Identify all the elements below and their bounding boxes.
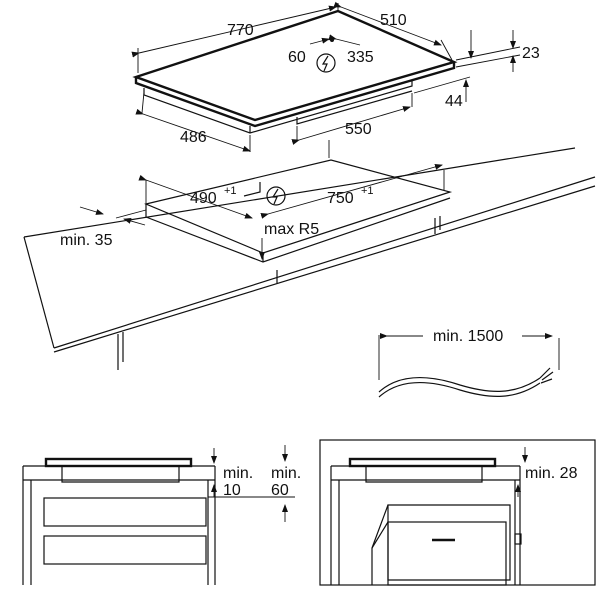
label-44: 44: [445, 93, 463, 110]
label-min-1500: min. 1500: [433, 328, 503, 345]
label-770: 770: [227, 22, 254, 39]
label-min-35: min. 35: [60, 232, 113, 249]
dim-connection: 60 335: [288, 34, 374, 73]
label-750: 750: [327, 190, 354, 207]
label-min-28: min. 28: [525, 465, 578, 482]
power-cable: min. 1500: [378, 328, 560, 398]
label-60: 60: [288, 49, 306, 66]
label-23: 23: [522, 45, 540, 62]
label-gap-b-min: min.: [271, 465, 301, 482]
side-section-right: min. 28: [319, 439, 596, 586]
built-in-oven: [371, 504, 522, 586]
label-gap-a-value: 10: [223, 482, 241, 499]
dim-486: 486: [135, 91, 251, 152]
hob-glass-edge: [134, 62, 456, 128]
label-490-tolerance: +1: [224, 185, 237, 197]
label-750-tolerance: +1: [361, 185, 374, 197]
power-warning-icon: [316, 53, 336, 73]
hob-3d-view: [132, 9, 458, 134]
dim-510: 510: [333, 1, 453, 61]
label-510: 510: [380, 12, 407, 29]
label-gap-b-value: 60: [271, 482, 289, 499]
hob-body: [143, 80, 413, 134]
worktop: [23, 147, 596, 370]
dim-550: 550: [291, 93, 413, 145]
dim-radius: max R5: [259, 221, 319, 260]
dim-44: 44: [413, 30, 474, 110]
section-frame: [319, 439, 596, 586]
dim-min-35: min. 35: [60, 206, 147, 249]
hob-section: [44, 457, 193, 468]
label-gap-a-min: min.: [223, 465, 253, 482]
power-warning-icon-cutout: [266, 186, 286, 206]
label-max-r5: max R5: [264, 221, 319, 238]
label-335: 335: [347, 49, 374, 66]
side-section-left: min. 10 min. 60: [22, 445, 301, 585]
label-490: 490: [190, 190, 217, 207]
dim-750: 750 +1: [260, 140, 445, 219]
dim-490: 490 +1: [138, 174, 253, 219]
dim-23: 23: [455, 30, 540, 72]
label-550: 550: [345, 121, 372, 138]
dim-770: 770: [131, 3, 339, 73]
hob-section-b: [348, 457, 497, 468]
label-486: 486: [180, 129, 207, 146]
